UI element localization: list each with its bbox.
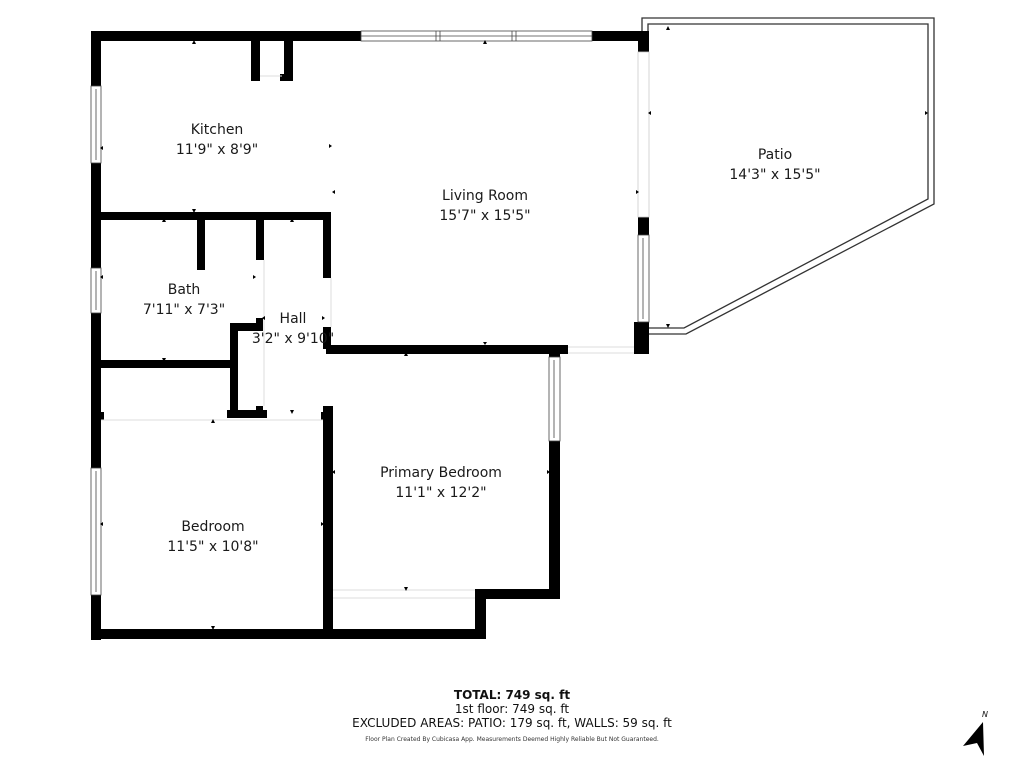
total-area: TOTAL: 749 sq. ft <box>453 688 571 702</box>
room-dimensions: 11'5" x 10'8" <box>167 539 259 555</box>
room-dimensions: 7'11" x 7'3" <box>142 302 226 318</box>
room-name: Hall <box>279 311 307 327</box>
room-dimensions: 3'2" x 9'10" <box>251 331 335 347</box>
measure-markers <box>100 26 928 630</box>
room-dimensions: 15'7" x 15'5" <box>439 208 531 224</box>
room-bedroom: Bedroom 11'5" x 10'8" <box>167 517 258 557</box>
excluded-areas: EXCLUDED AREAS: PATIO: 179 sq. ft, WALLS… <box>352 716 672 730</box>
room-name: Patio <box>757 147 793 163</box>
north-arrow-icon <box>963 722 984 756</box>
room-dimensions: 11'9" x 8'9" <box>175 142 259 158</box>
room-living-room: Living Room 15'7" x 15'5" <box>439 186 530 226</box>
openings <box>101 75 634 599</box>
first-floor-area: 1st floor: 749 sq. ft <box>454 702 570 716</box>
room-patio: Patio 14'3" x 15'5" <box>729 145 820 185</box>
room-primary-bedroom: Primary Bedroom 11'1" x 12'2" <box>380 463 502 503</box>
room-dimensions: 14'3" x 15'5" <box>729 167 821 183</box>
room-name: Primary Bedroom <box>380 465 502 481</box>
room-name: Kitchen <box>190 122 244 138</box>
compass: N <box>958 708 998 758</box>
room-kitchen: Kitchen 11'9" x 8'9" <box>176 120 258 160</box>
windows <box>90 30 650 596</box>
room-bath: Bath 7'11" x 7'3" <box>143 280 225 320</box>
area-summary: TOTAL: 749 sq. ft 1st floor: 749 sq. ft … <box>0 688 1024 744</box>
room-name: Living Room <box>442 188 528 204</box>
room-name: Bath <box>167 282 201 298</box>
walls <box>91 31 649 640</box>
room-name: Bedroom <box>181 519 245 535</box>
room-hall: Hall 3'2" x 9'10" <box>252 309 334 349</box>
north-label: N <box>982 710 988 719</box>
disclaimer: Floor Plan Created By Cubicasa App. Meas… <box>365 736 659 743</box>
room-dimensions: 11'1" x 12'2" <box>395 485 487 501</box>
